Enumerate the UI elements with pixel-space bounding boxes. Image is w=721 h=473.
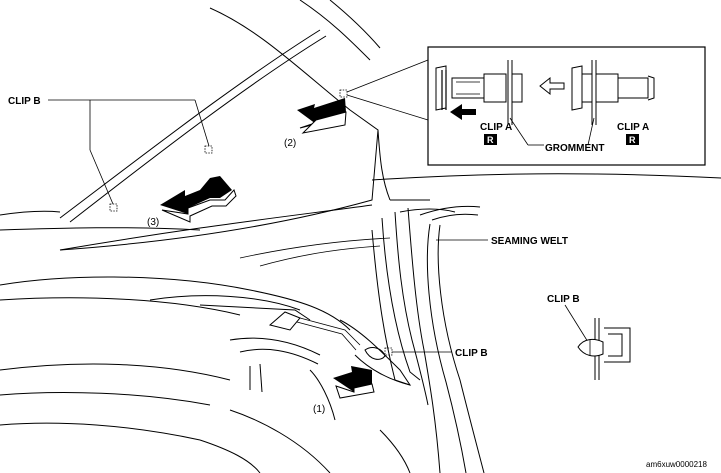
step-3-label: (3) <box>147 217 159 228</box>
r-badge-left <box>484 134 497 145</box>
clip-b-pillar-label: CLIP B <box>455 348 488 359</box>
clip-a-detail-inset: CLIP A R CLIP A R GROMMENT <box>427 46 706 166</box>
r-badge-left-text: R <box>487 135 494 145</box>
clip-a-left-drawing <box>435 60 523 125</box>
arrow-step-2: (2) <box>284 59 429 149</box>
clip-a-right-label: CLIP A <box>617 122 649 133</box>
step-1-label: (1) <box>313 404 325 415</box>
seaming-welt-callout: SEAMING WELT <box>436 236 568 247</box>
roof-outline <box>0 0 721 267</box>
dashboard-outline <box>0 276 412 473</box>
clip-b-pillar-callout: CLIP B <box>384 347 488 359</box>
a-pillar <box>364 205 485 473</box>
clip-b-marker-2 <box>109 203 118 212</box>
arrow-step-3: (3) <box>147 176 237 228</box>
grommet-label: GROMMENT <box>545 143 604 154</box>
clip-a-left-label: CLIP A <box>480 122 512 133</box>
clip-b-marker-1 <box>204 145 213 154</box>
clip-a-right-drawing <box>571 60 655 125</box>
r-badge-right <box>626 134 639 145</box>
clip-b-detail-label: CLIP B <box>547 294 580 305</box>
step-2-label: (2) <box>284 138 296 149</box>
seaming-welt-label: SEAMING WELT <box>491 236 568 247</box>
clip-a-marker <box>339 89 348 98</box>
clip-b-top-callout: CLIP B <box>8 96 213 212</box>
clip-b-detail: CLIP B <box>547 294 631 380</box>
clip-b-top-label: CLIP B <box>8 96 41 107</box>
arrow-step-1: (1) <box>313 366 375 415</box>
r-badge-right-text: R <box>629 135 636 145</box>
figure-code: am6xuw0000218 <box>646 460 707 469</box>
transition-arrow-icon <box>539 76 565 96</box>
clip-b-marker-3 <box>384 347 393 356</box>
